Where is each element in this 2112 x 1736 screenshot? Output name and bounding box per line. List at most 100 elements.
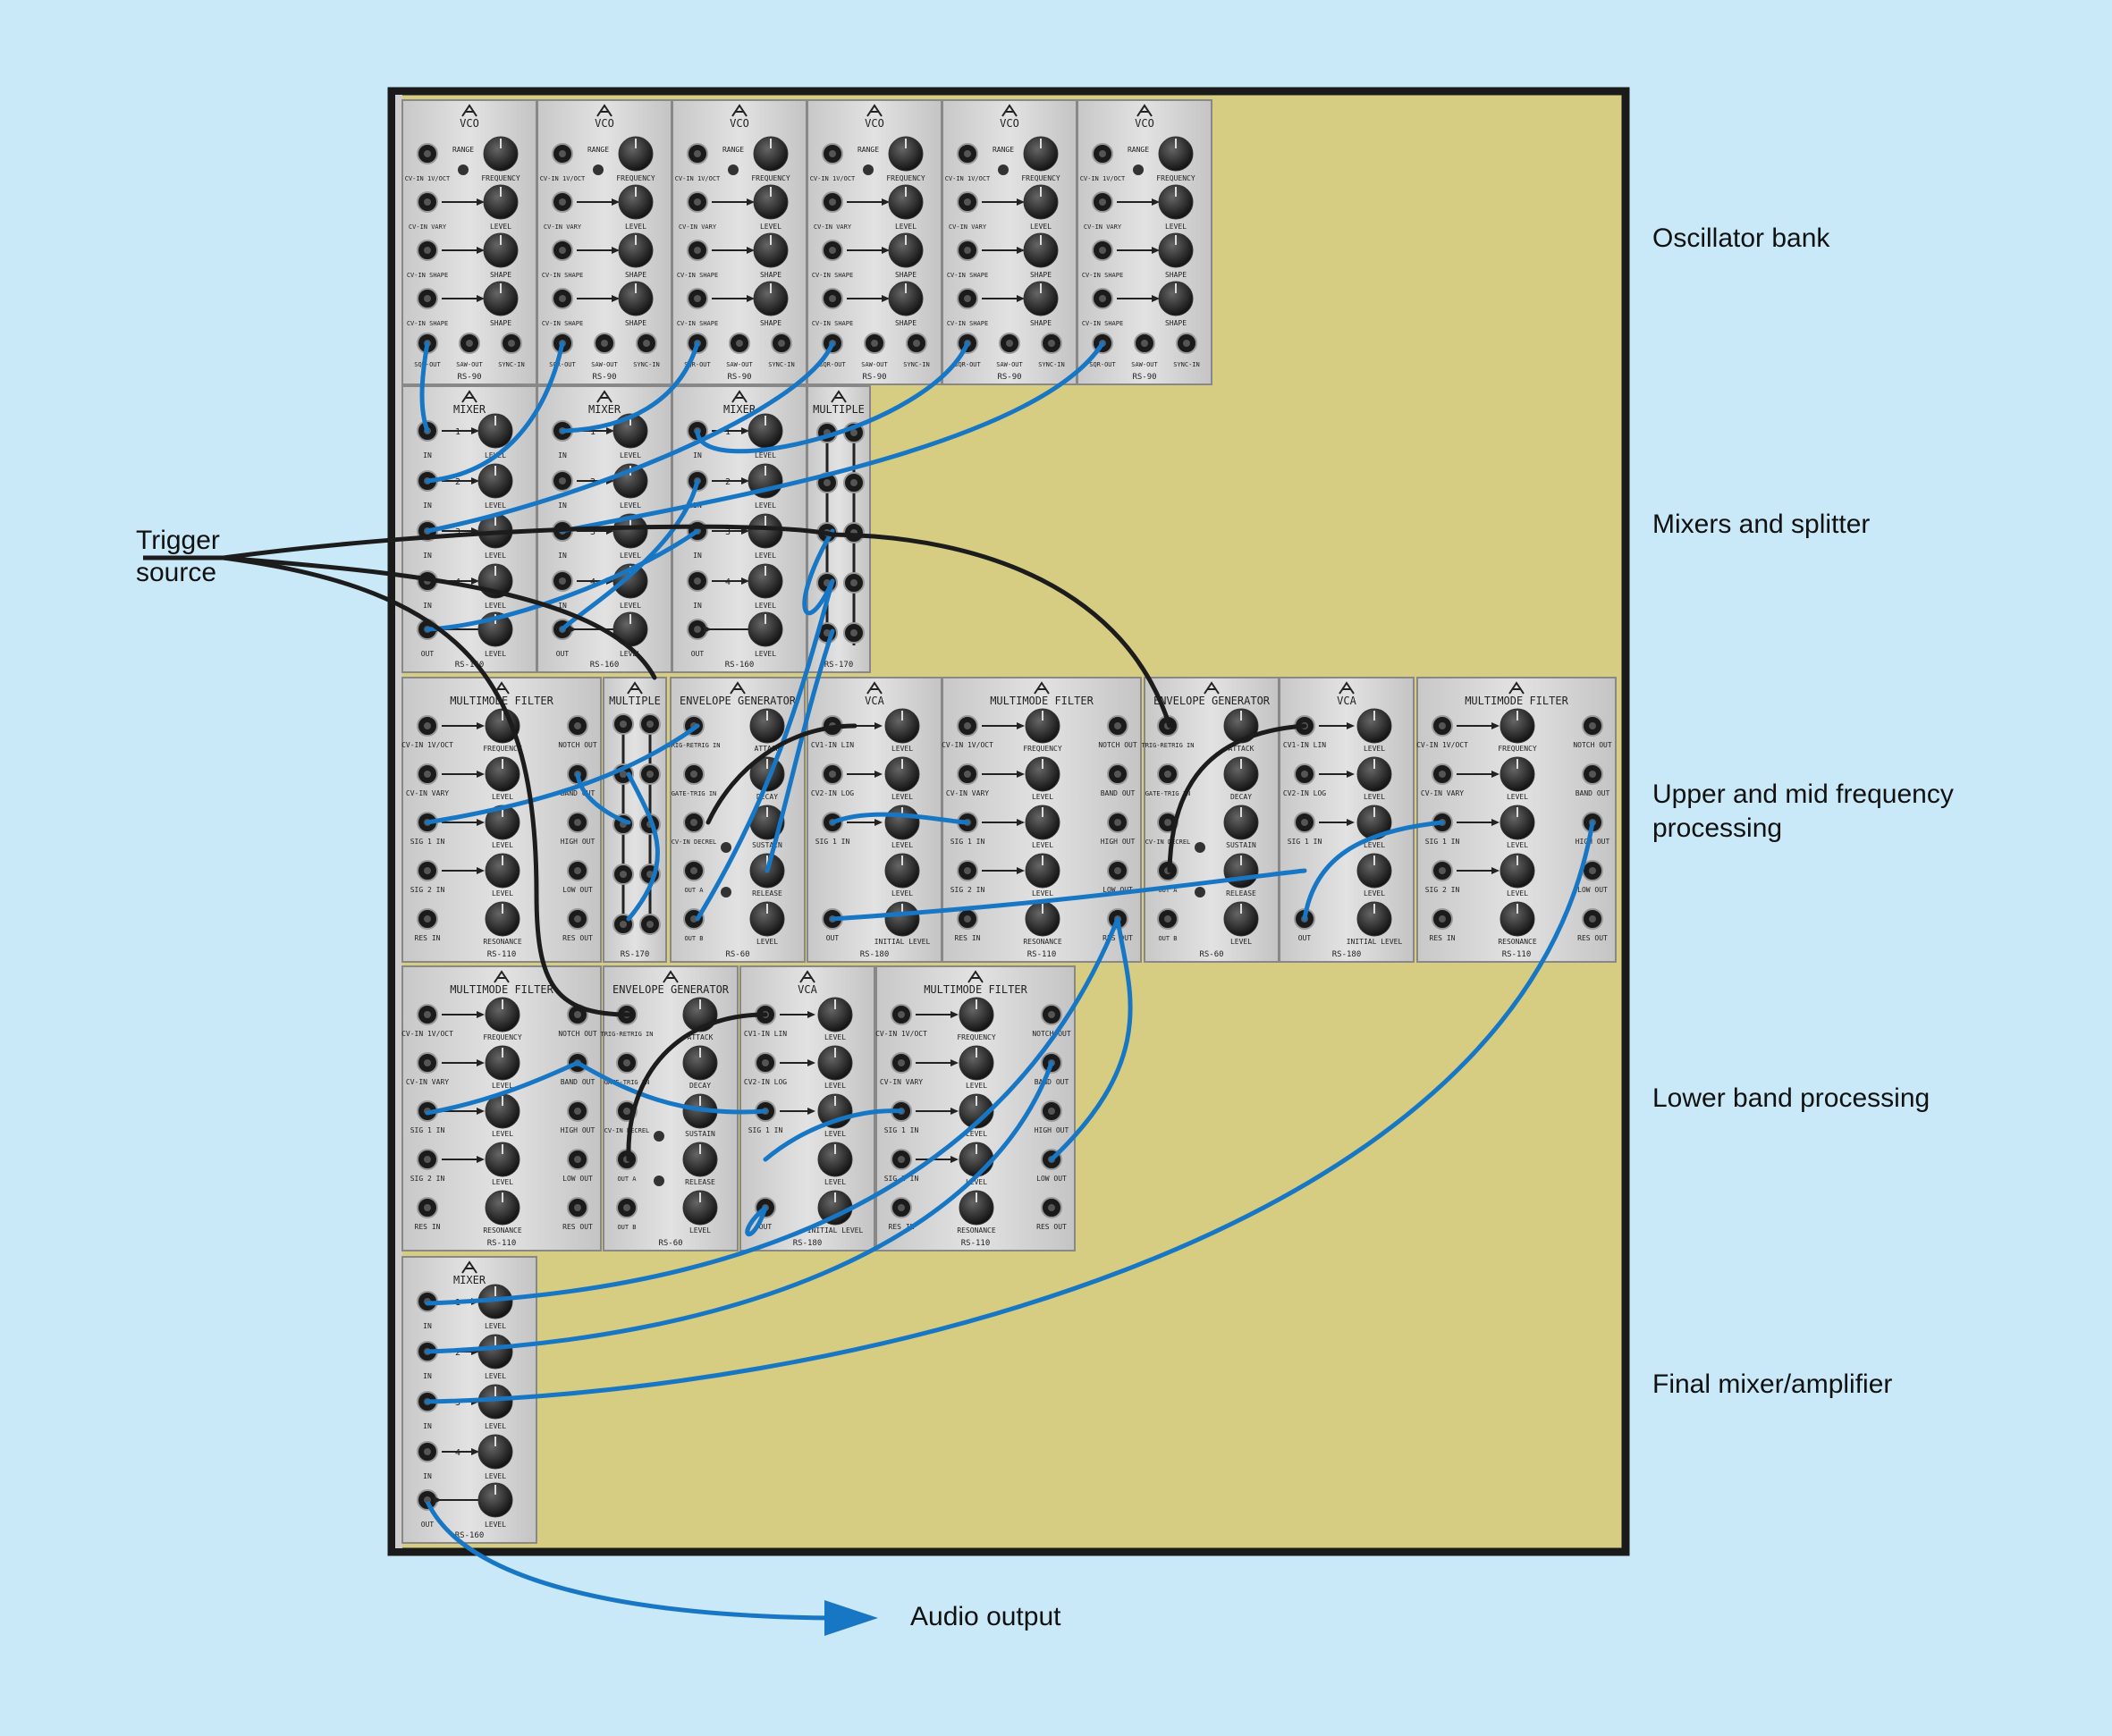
- knob-label: LEVEL: [485, 1422, 506, 1430]
- knob: [888, 136, 924, 172]
- jack-hole: [690, 771, 697, 778]
- patch-cable: [425, 1060, 580, 1116]
- jack-hole: [898, 1059, 905, 1066]
- panel-model-number: RS-90: [727, 373, 751, 382]
- signal-arrowhead: [477, 295, 485, 302]
- jack-hole: [424, 295, 431, 302]
- signal-arrowhead: [882, 198, 890, 206]
- knob-label: SHAPE: [895, 319, 917, 327]
- filter-output-label: RES OUT: [1036, 1223, 1067, 1231]
- knob-label: LEVEL: [485, 552, 506, 560]
- mixer-channel-number: 1: [455, 427, 460, 437]
- mixer-channel-number: 3: [725, 527, 731, 537]
- jack-hole: [1048, 340, 1055, 347]
- knob-label: RESONANCE: [483, 1226, 522, 1235]
- signal-arrowhead: [1017, 867, 1025, 874]
- sqr-out-label: SQR-OUT: [549, 361, 576, 368]
- envelope-jack-label: OUT A: [1158, 887, 1178, 894]
- trigger-cable: [221, 555, 631, 1017]
- signal-arrowhead: [1152, 295, 1160, 302]
- knob: [753, 232, 789, 268]
- saw-out-label: SAW-OUT: [861, 361, 888, 368]
- signal-arrowhead: [612, 295, 620, 302]
- knob: [1356, 853, 1392, 889]
- jack-hole: [574, 867, 581, 874]
- knob: [1023, 232, 1059, 268]
- knob: [1356, 708, 1392, 744]
- patch-cable: [425, 1060, 1054, 1354]
- signal-arrowhead: [950, 1108, 959, 1115]
- jack-hole: [690, 819, 697, 826]
- signal-arrowhead: [477, 867, 485, 874]
- jack-hole: [1114, 722, 1121, 729]
- knob: [483, 136, 519, 172]
- panel-model-number: RS-90: [457, 373, 481, 382]
- knob-label: LEVEL: [1364, 745, 1385, 753]
- knob: [753, 184, 789, 220]
- jack-hole: [559, 577, 566, 585]
- mixer-channel-number: 2: [455, 477, 460, 487]
- knob: [1025, 756, 1060, 792]
- knob-label: LEVEL: [1032, 793, 1053, 801]
- patch-cable: [425, 341, 565, 484]
- knob: [1158, 184, 1194, 220]
- brand-logo-icon: [596, 104, 612, 117]
- knob-label: LEVEL: [891, 841, 913, 849]
- filter-input-label: CV-IN 1V/OCT: [401, 1030, 453, 1038]
- jack-label: CV-IN SHAPE: [947, 320, 988, 327]
- jack-hole: [643, 340, 650, 347]
- label-final-mixer: Final mixer/amplifier: [1652, 1369, 1893, 1399]
- filter-output-label: LOW OUT: [562, 886, 593, 894]
- knob-label: SHAPE: [490, 319, 511, 327]
- jack-hole: [424, 1204, 431, 1211]
- panel-title: ENVELOPE GENERATOR: [680, 695, 797, 707]
- saw-out-label: SAW-OUT: [726, 361, 753, 368]
- jack-hole: [646, 771, 654, 778]
- signal-arrowhead: [1347, 819, 1355, 826]
- signal-arrowhead: [807, 1011, 815, 1018]
- sync-in-label: SYNC-IN: [1038, 361, 1065, 368]
- jack-hole: [424, 1156, 431, 1163]
- speed-switch: [654, 1176, 664, 1186]
- knob-label: RESONANCE: [957, 1226, 996, 1235]
- panel-title: VCO: [1135, 117, 1154, 130]
- knob: [888, 281, 924, 316]
- jack-hole: [1099, 247, 1106, 254]
- panel-title: VCO: [1000, 117, 1019, 130]
- knob: [1223, 805, 1259, 840]
- range-switch: [728, 164, 739, 175]
- knob-label: LEVEL: [1507, 793, 1528, 801]
- brand-logo-icon: [1339, 681, 1355, 695]
- knob: [485, 1190, 520, 1226]
- knob: [483, 281, 519, 316]
- jack-hole: [898, 1204, 905, 1211]
- panel-title: VCA: [865, 695, 884, 707]
- signal-arrowhead: [747, 295, 755, 302]
- envelope-jack-label: OUT B: [684, 935, 703, 942]
- panel-model-number: RS-160: [590, 661, 620, 670]
- patch-cable: [425, 528, 700, 632]
- knob-label: LEVEL: [620, 451, 641, 459]
- knob: [485, 805, 520, 840]
- filter-input-label: CV-IN VARY: [880, 1078, 923, 1086]
- rack-back-panel: [395, 95, 402, 1548]
- panel-title: MIXER: [453, 1274, 486, 1286]
- knob-label: RELEASE: [685, 1178, 715, 1186]
- jack-hole: [964, 247, 971, 254]
- jack-hole: [623, 1059, 630, 1066]
- knob: [1500, 805, 1535, 840]
- knob-label: FREQUENCY: [957, 1033, 996, 1041]
- knob-label: LEVEL: [492, 889, 513, 897]
- jack-hole: [1141, 340, 1148, 347]
- trigger-cable: [830, 532, 1172, 729]
- mixer-in-label: IN: [423, 1322, 432, 1330]
- jack-hole: [424, 722, 431, 729]
- signal-arrowhead: [471, 577, 479, 585]
- knob: [749, 708, 785, 744]
- mixer-out-label: OUT: [691, 650, 705, 658]
- mixer-channel-number: 1: [590, 427, 596, 437]
- knob: [753, 281, 789, 316]
- filter-output-label: LOW OUT: [562, 1175, 593, 1183]
- jack-hole: [1114, 819, 1121, 826]
